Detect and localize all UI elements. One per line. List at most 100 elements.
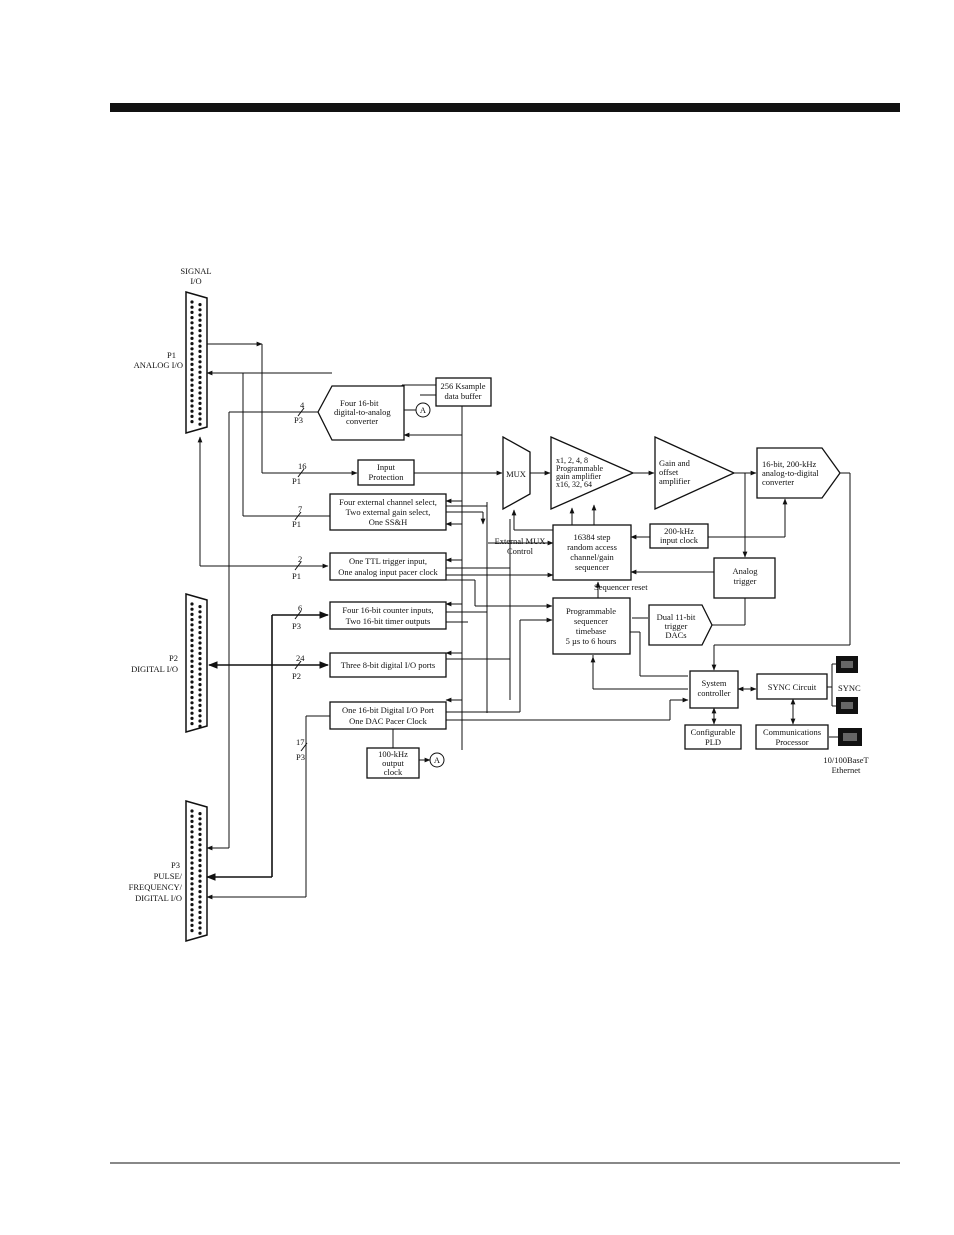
svg-text:Four 16-bit: Four 16-bit	[340, 398, 379, 408]
connector-pin	[198, 693, 202, 697]
p2-label: P2 DIGITAL I/O	[131, 653, 178, 674]
connector-pin	[190, 618, 194, 622]
connector-pin	[190, 633, 194, 637]
connector-pin	[190, 336, 194, 340]
connector-pin	[198, 667, 202, 671]
connector-pin	[190, 830, 194, 834]
svg-text:Protection: Protection	[369, 472, 405, 482]
svg-text:Three 8-bit digital I/O ports: Three 8-bit digital I/O ports	[341, 660, 435, 670]
connector-pin	[190, 316, 194, 320]
connector-pin	[198, 370, 202, 374]
connector-pin	[198, 874, 202, 878]
connector-pin	[198, 890, 202, 894]
connector-pin	[198, 344, 202, 348]
connector-pin	[190, 675, 194, 679]
connector-pin	[198, 931, 202, 935]
connector-pin	[190, 887, 194, 891]
connector-pin	[190, 409, 194, 413]
connector-pin	[190, 394, 194, 398]
connector-pin	[198, 391, 202, 395]
sync-jack-icon	[836, 697, 858, 714]
svg-text:Two 16-bit timer outputs: Two 16-bit timer outputs	[346, 616, 431, 626]
svg-text:SIGNAL: SIGNAL	[180, 266, 211, 276]
connector-pin	[190, 696, 194, 700]
connector-pin	[198, 677, 202, 682]
connector-pin	[190, 300, 194, 304]
connector-pin	[190, 835, 194, 839]
connector-pin	[190, 362, 194, 366]
svg-text:PULSE/: PULSE/	[154, 871, 183, 881]
pga-block: x1, 2, 4, 8 Programmable gain amplifier …	[550, 436, 635, 510]
connector-pin	[190, 628, 194, 632]
connector-pin	[198, 605, 202, 609]
connector-pin	[190, 701, 194, 705]
connector-pin	[198, 396, 202, 400]
connector-pin	[190, 908, 194, 912]
trigger-dacs-block: Dual 11-bit trigger DACs	[648, 604, 713, 646]
connector-pin	[190, 342, 194, 346]
connector-pin	[190, 851, 194, 855]
connector-pin	[190, 373, 194, 377]
connector-pin	[190, 326, 194, 330]
svg-text:256 Ksample: 256 Ksample	[440, 381, 485, 391]
p1-label: P1 ANALOG I/O	[134, 350, 183, 370]
connector-pin	[190, 414, 194, 418]
svg-text:One TTL trigger input,: One TTL trigger input,	[349, 556, 427, 566]
svg-text:P3: P3	[294, 415, 303, 425]
connector-pin	[190, 607, 194, 611]
svg-text:clock: clock	[384, 767, 403, 777]
svg-text:P1: P1	[167, 350, 176, 360]
svg-text:MUX: MUX	[506, 469, 526, 479]
svg-text:Gain and: Gain and	[659, 458, 691, 468]
sync-circuit-block: SYNC Circuit	[756, 673, 828, 700]
connector-pin	[190, 404, 194, 408]
svg-text:x1, 2, 4, 8: x1, 2, 4, 8	[556, 456, 588, 465]
svg-text:P3: P3	[296, 752, 305, 762]
connector-pin	[198, 703, 202, 708]
svg-text:System: System	[701, 678, 726, 688]
svg-text:100-kHz: 100-kHz	[378, 749, 408, 759]
svg-text:10/100BaseT: 10/100BaseT	[823, 755, 869, 765]
connector-pin	[198, 683, 202, 687]
svg-text:Communications: Communications	[763, 727, 821, 737]
connector-pin	[190, 861, 194, 865]
connector-pin	[190, 654, 194, 658]
connector-pin	[198, 910, 202, 915]
connector-pin	[190, 331, 194, 335]
svg-text:trigger: trigger	[665, 621, 688, 631]
connector-pin	[190, 670, 194, 674]
connector-pin	[198, 360, 202, 364]
svg-text:I/O: I/O	[190, 276, 201, 286]
svg-text:17: 17	[296, 737, 305, 747]
connector-pin	[190, 383, 194, 387]
connector-pin	[190, 711, 194, 715]
dac-block: Four 16-bit digital-to-analog converter	[317, 385, 405, 441]
gain-offset-block: Gain and offset amplifier	[654, 435, 736, 511]
connector-pin	[190, 690, 194, 695]
connector-pin	[190, 840, 194, 844]
svg-text:controller: controller	[697, 688, 730, 698]
external-mux-label: External MUX Control	[495, 536, 546, 556]
connector-pin	[198, 926, 202, 930]
svg-text:16384 step: 16384 step	[573, 532, 610, 542]
input-protection-block: Input Protection	[357, 459, 415, 486]
connector-pin	[190, 706, 194, 710]
connector-pin	[190, 352, 194, 356]
connector-pin	[190, 347, 194, 351]
mux-block: MUX	[502, 435, 531, 511]
adc-block: 16-bit, 200-kHz analog-to-digital conver…	[756, 447, 841, 499]
connector-pin	[190, 305, 194, 309]
connector-pin	[198, 417, 202, 421]
svg-text:Programmable: Programmable	[556, 464, 604, 473]
connector-pin	[190, 649, 194, 653]
connector-pin	[198, 631, 202, 635]
connector-pin	[198, 848, 202, 852]
connector-pin	[190, 866, 194, 870]
svg-text:6: 6	[298, 603, 302, 613]
connector-pin	[190, 903, 194, 907]
svg-text:P2: P2	[292, 671, 301, 681]
output-clock-block: 100-kHz output clock	[366, 747, 420, 779]
svg-text:4: 4	[300, 400, 305, 410]
svg-text:PLD: PLD	[705, 737, 721, 747]
connector-pin	[198, 329, 202, 333]
